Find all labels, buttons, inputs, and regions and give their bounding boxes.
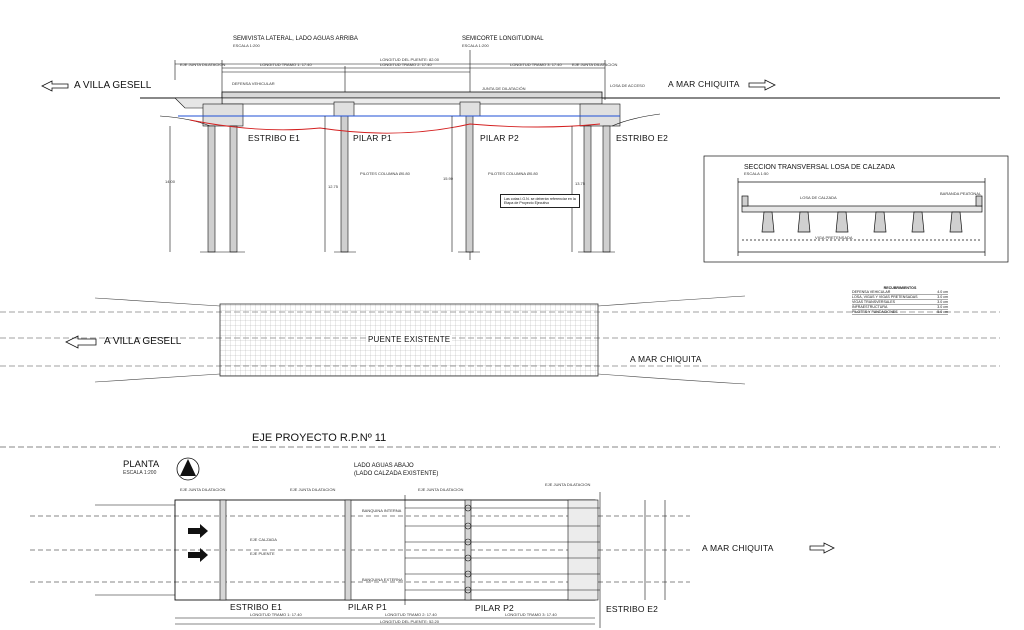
plan-to-right: A MAR CHIQUITA (702, 543, 774, 553)
dim-1375: 13.75 (575, 181, 586, 186)
section-scale: ESCALA 1:50 (744, 171, 769, 176)
plan-longitud-puente: LONGITUD DEL PUENTE: 52.20 (380, 619, 439, 624)
elevation-title-right: SEMICORTE LONGITUDINAL (462, 36, 544, 42)
dim-longitud-tramo2: LONGITUD TRAMO 2: 17.40 (380, 62, 432, 67)
direction-arrows-plan (188, 524, 208, 562)
plan-scale: ESCALA 1:200 (123, 470, 157, 476)
existing-label-left: A VILLA GESELL (104, 336, 182, 347)
existing-bridge-label: PUENTE EXISTENTE (366, 335, 453, 345)
plan-longitud-tramo3: LONGITUD TRAMO 3: 17.40 (505, 612, 557, 617)
eje-junta-right: EJE JUNTA DILATACION (572, 62, 618, 67)
plan-longitud-tramo2: LONGITUD TRAMO 2: 17.40 (385, 612, 437, 617)
plan-longitud-tramo1: LONGITUD TRAMO 1: 17.40 (250, 612, 302, 617)
section-title: SECCION TRANSVERSAL LOSA DE CALZADA (744, 164, 895, 171)
plan-pilar-p1: PILAR P1 (348, 602, 387, 612)
plan-eje-junta-4: EJE JUNTA DILATACION (545, 482, 591, 487)
north-arrow-icon (176, 457, 200, 481)
recubrimientos-title: RECUBRIMIENTOS (883, 286, 917, 290)
plan-estribo-e1: ESTRIBO E1 (230, 602, 283, 612)
dim-longitud-tramo1: LONGITUD TRAMO 1: 17.40 (260, 62, 312, 67)
plan-title: PLANTA (123, 459, 160, 470)
eje-junta-left: EJE JUNTA DILATACION (180, 62, 226, 67)
eje-calzada: EJE CALZADA (250, 537, 277, 542)
section-label-losa: LOSA DE CALZADA (800, 195, 837, 200)
elevation-scale-left: ESCALA 1:200 (233, 43, 260, 48)
label-pilar-p2: PILAR P2 (480, 133, 519, 143)
defensa-label: DEFENSA VEHICULAR (232, 81, 275, 86)
plan-view (0, 446, 1000, 628)
plan-eje-junta-1: EJE JUNTA DILATACION (180, 487, 226, 492)
elevation-title-left: SEMIVISTA LATERAL, LADO AGUAS ARRIBA (233, 36, 358, 42)
dim-1275: 12.75 (328, 184, 339, 189)
banquina-interna: BANQUINA INTERNA (362, 508, 402, 513)
note-box: Las cotas I.G.N. se deberán referenciar … (500, 194, 580, 208)
losa-acceso-label: LOSA DE ACCESO (610, 83, 645, 88)
eje-proyecto: EJE PROYECTO R.P.Nº 11 (252, 432, 387, 444)
pilotes-label-p1: PILOTES COLUMNA Ø0.80 (360, 171, 410, 176)
plan-estribo-e2: ESTRIBO E2 (606, 604, 659, 614)
banquina-externa: BANQUINA EXTERNA (362, 577, 403, 582)
arrow-to-villa-gesell (41, 80, 69, 92)
label-estribo-e1: ESTRIBO E1 (248, 133, 301, 143)
arrow-existing-right (809, 542, 835, 554)
eje-puente: EJE PUENTE (250, 551, 275, 556)
elevation-view (140, 50, 1000, 260)
plan-eje-junta-2: EJE JUNTA DILATACION (290, 487, 336, 492)
arrow-to-mar-chiquita (748, 79, 776, 91)
dim-1400: 14.00 (165, 179, 176, 184)
label-pilar-p1: PILAR P1 (353, 133, 392, 143)
existing-label-right: A MAR CHIQUITA (630, 354, 702, 364)
pilotes-label-p2: PILOTES COLUMNA Ø0.80 (488, 171, 538, 176)
plan-pilar-p2: PILAR P2 (475, 603, 514, 613)
plan-lado-sub: (LADO CALZADA EXISTENTE) (354, 471, 439, 477)
section-box (703, 155, 1009, 263)
section-label-baranda: BARANDA PEATONAL (940, 191, 982, 196)
dim-longitud-puente: LONGITUD DEL PUENTE: 82.00 (380, 57, 439, 62)
label-estribo-e2: ESTRIBO E2 (616, 133, 669, 143)
plan-eje-junta-3: EJE JUNTA DILATACION (418, 487, 464, 492)
junta-dilatacion-label: JUNTA DE DILATACIÓN (482, 86, 526, 91)
dim-1590: 15.90 (443, 176, 454, 181)
label-a-villa-gesell: A VILLA GESELL (74, 80, 152, 91)
plan-lado: LADO AGUAS ABAJO (354, 463, 414, 469)
section-label-viga: VIGA PRETENSADA (815, 235, 853, 240)
dim-longitud-tramo3: LONGITUD TRAMO 3: 17.40 (510, 62, 562, 67)
label-a-mar-chiquita: A MAR CHIQUITA (668, 79, 740, 89)
arrow-existing-left (65, 335, 97, 349)
elevation-scale-right: ESCALA 1:200 (462, 43, 489, 48)
